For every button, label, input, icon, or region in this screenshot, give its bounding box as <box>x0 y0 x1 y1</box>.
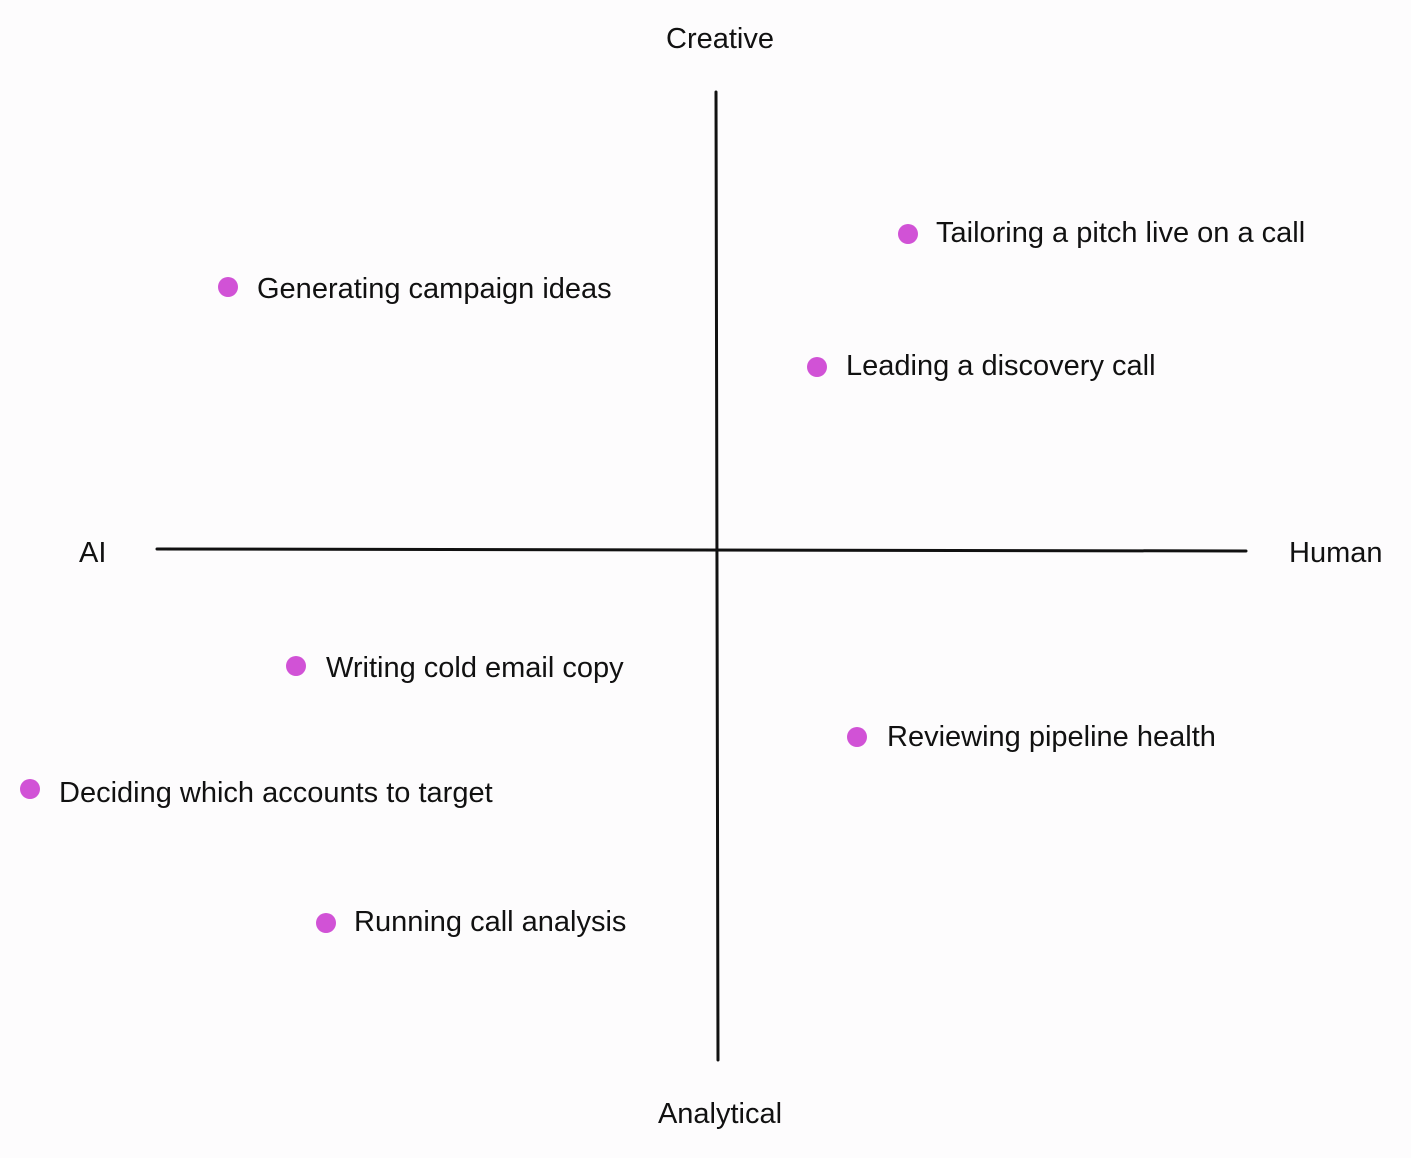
item-writing-cold-email: Writing cold email copy <box>286 652 624 684</box>
item-label: Tailoring a pitch live on a call <box>936 217 1305 249</box>
item-dot <box>847 727 867 747</box>
item-deciding-accounts: Deciding which accounts to target <box>20 777 493 809</box>
item-label: Deciding which accounts to target <box>59 777 493 809</box>
item-dot <box>807 357 827 377</box>
item-dot <box>218 277 238 297</box>
item-label: Writing cold email copy <box>326 652 624 684</box>
horizontal-axis <box>155 547 1248 553</box>
item-reviewing-pipeline: Reviewing pipeline health <box>847 721 1216 753</box>
item-tailoring-pitch: Tailoring a pitch live on a call <box>898 217 1305 249</box>
item-dot <box>20 779 40 799</box>
axis-label-left: AI <box>79 537 106 569</box>
item-dot <box>898 224 918 244</box>
item-label: Running call analysis <box>354 906 626 938</box>
item-dot <box>286 656 306 676</box>
item-generating-campaign-ideas: Generating campaign ideas <box>218 273 612 305</box>
axis-label-top: Creative <box>666 23 774 55</box>
item-running-call-analysis: Running call analysis <box>316 906 626 938</box>
item-label: Leading a discovery call <box>846 350 1156 382</box>
vertical-axis <box>714 90 720 1062</box>
item-leading-discovery-call: Leading a discovery call <box>807 350 1156 382</box>
item-dot <box>316 913 336 933</box>
axis-label-bottom: Analytical <box>658 1098 782 1130</box>
item-label: Reviewing pipeline health <box>887 721 1216 753</box>
axis-label-right: Human <box>1289 537 1383 569</box>
item-label: Generating campaign ideas <box>257 273 612 305</box>
